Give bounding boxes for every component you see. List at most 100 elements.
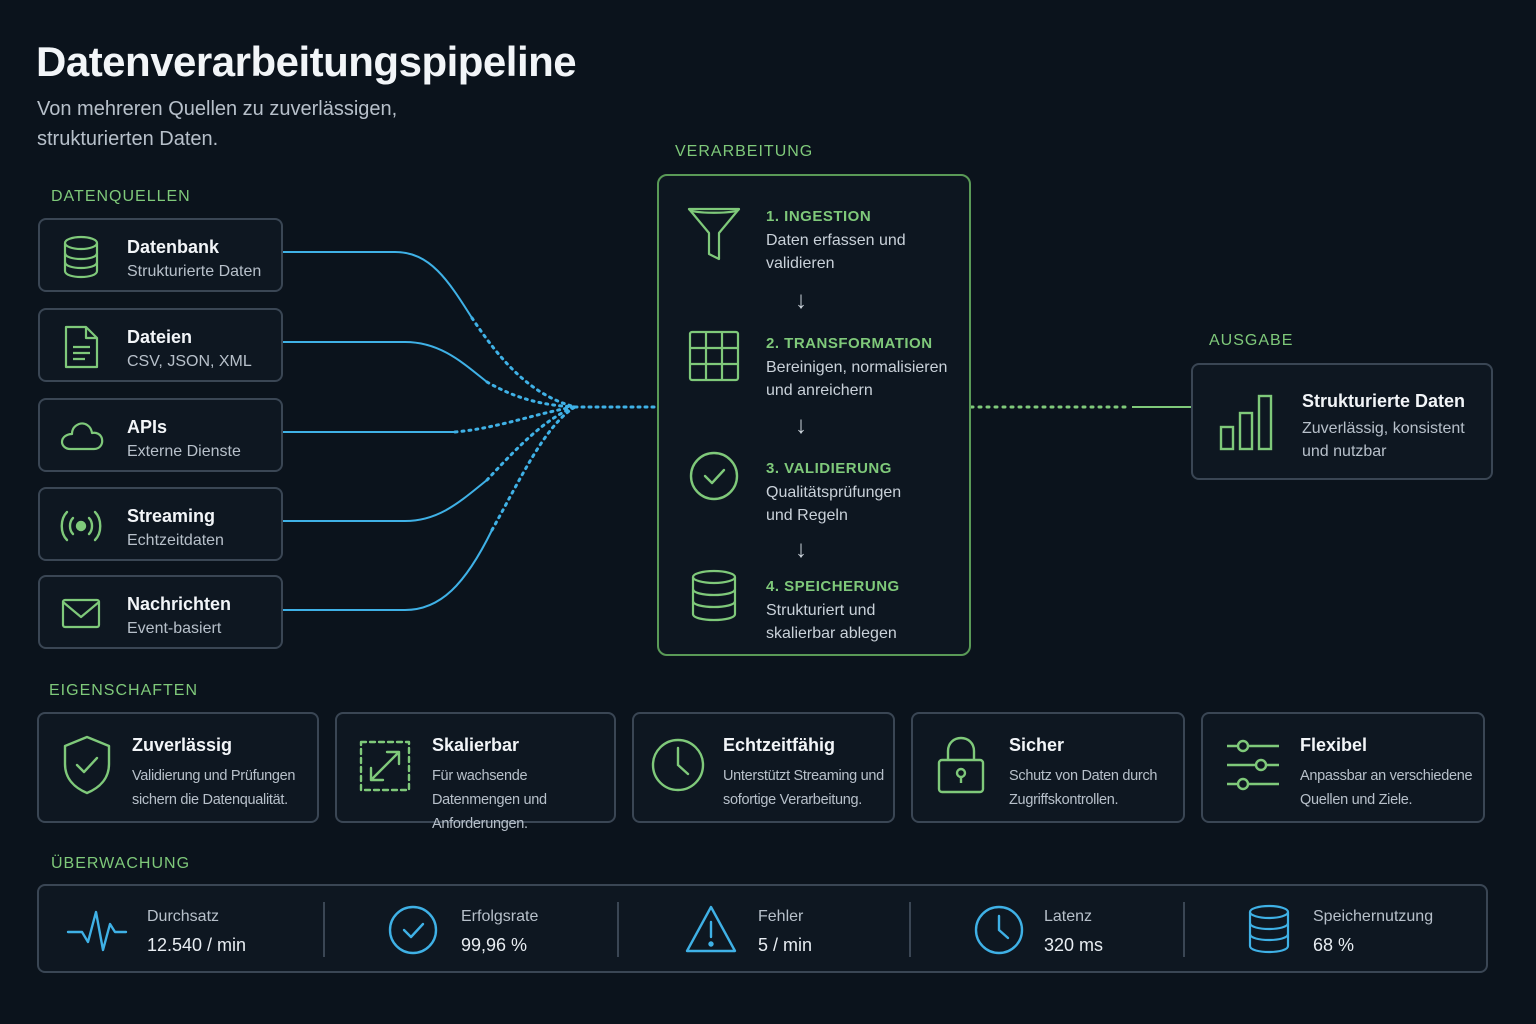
cloud-icon [60,422,104,451]
section-label-processing: VERARBEITUNG [675,143,814,160]
step-description: Daten erfassen und validieren [766,232,906,272]
clock-icon [651,738,705,792]
metric-label: Durchsatz [147,908,220,925]
metric-fehler: Fehler 5 / min [619,886,909,971]
database-icon [1248,904,1290,954]
property-card-flexibel[interactable]: Flexibel Anpassbar an verschiedene Quell… [1201,712,1485,823]
source-title: Nachrichten [127,594,232,614]
metric-label: Speichernutzung [1313,908,1434,925]
metric-divider [909,902,911,957]
property-description: Anpassbar an verschiedene Quellen und Zi… [1300,768,1473,808]
step-arrow: ↓ [795,287,807,314]
database-icon [63,235,99,279]
source-subtitle: Externe Dienste [127,443,241,460]
source-subtitle: CSV, JSON, XML [127,353,252,370]
source-card-apis[interactable]: APIs Externe Dienste [38,398,283,472]
warning-icon [685,905,737,953]
mail-icon [61,598,101,629]
check-circle-icon [388,905,438,955]
connector-dots-nachrichten [490,405,577,532]
shield-check-icon [63,735,111,795]
source-card-datenbank[interactable]: Datenbank Strukturierte Daten [38,218,283,292]
metric-value: 5 / min [758,935,813,955]
broadcast-icon [60,510,102,542]
step-title: 3. VALIDIERUNG [766,460,892,477]
metric-divider [1183,902,1185,957]
connector-solid-datenbank [283,251,473,319]
metric-latenz: Latenz 320 ms [911,886,1183,971]
file-icon [64,325,99,369]
step-arrow: ↓ [795,412,807,439]
step-description: Strukturiert und skalierbar ablegen [766,602,897,642]
storage-icon [691,569,737,622]
pulse-icon [66,910,128,952]
sliders-icon [1227,739,1279,791]
property-title: Zuverlässig [132,735,233,755]
source-card-dateien[interactable]: Dateien CSV, JSON, XML [38,308,283,382]
metric-erfolgsrate: Erfolgsrate 99,96 % [325,886,617,971]
metric-value: 320 ms [1044,935,1104,955]
page-title: Datenverarbeitungspipeline [36,38,577,85]
property-title: Sicher [1009,735,1065,755]
connector-dots-datenbank [470,316,577,409]
section-label-output: AUSGABE [1209,332,1294,349]
source-subtitle: Event-basiert [127,620,222,637]
source-title: APIs [127,417,168,437]
step-arrow: ↓ [795,536,807,563]
processing-box: 1. INGESTION Daten erfassen und validier… [657,174,971,656]
step-description: Qualitätsprüfungen und Regeln [766,484,902,524]
connector-dots-streaming [485,405,577,482]
source-card-nachrichten[interactable]: Nachrichten Event-basiert [38,575,283,649]
step-title: 2. TRANSFORMATION [766,335,933,352]
property-card-skalierbar[interactable]: Skalierbar Für wachsende Datenmengen und… [335,712,616,832]
output-card[interactable]: Strukturierte Daten Zuverlässig, konsist… [1191,363,1493,480]
grid-icon [688,330,740,382]
metric-label: Latenz [1044,908,1093,925]
property-description: Für wachsende Datenmengen und Anforderun… [432,768,547,832]
step-description: Bereinigen, normalisieren und anreichern [766,359,948,399]
source-subtitle: Strukturierte Daten [127,263,262,280]
step-title: 1. INGESTION [766,208,872,225]
property-description: Schutz von Daten durch Zugriffskontrolle… [1009,768,1158,808]
property-title: Flexibel [1300,735,1368,755]
output-description: Zuverlässig, konsistent und nutzbar [1302,420,1465,460]
section-label-monitoring: ÜBERWACHUNG [51,855,191,872]
funnel-icon [687,207,741,261]
monitoring-panel: Durchsatz 12.540 / min Erfolgsrate 99,96… [37,884,1488,973]
step-title: 4. SPEICHERUNG [766,578,900,595]
property-description: Validierung und Prüfungen sichern die Da… [132,768,296,808]
source-card-streaming[interactable]: Streaming Echtzeitdaten [38,487,283,561]
metric-value: 12.540 / min [147,935,247,955]
metric-durchsatz: Durchsatz 12.540 / min [39,886,324,971]
check-circle-icon [689,451,739,501]
connector-solid-dateien [283,341,488,383]
source-title: Streaming [127,506,216,526]
metric-value: 99,96 % [461,935,528,955]
output-title: Strukturierte Daten [1302,391,1466,411]
property-title: Skalierbar [432,735,520,755]
source-title: Dateien [127,327,193,347]
metric-value: 68 % [1313,935,1355,955]
metric-label: Fehler [758,908,804,925]
metric-speichernutzung: Speichernutzung 68 % [1185,886,1485,971]
connector-solid-streaming [283,479,488,522]
source-title: Datenbank [127,237,220,257]
connector-dots-dateien [485,380,577,409]
page-subtitle: Von mehreren Quellen zu zuverlässigen, s… [37,98,398,150]
section-label-properties: EIGENSCHAFTEN [49,682,199,699]
metric-label: Erfolgsrate [461,908,539,925]
property-card-sicher[interactable]: Sicher Schutz von Daten durch Zugriffsko… [911,712,1185,823]
source-subtitle: Echtzeitdaten [127,532,224,549]
property-description: Unterstützt Streaming und sofortige Vera… [723,768,884,808]
lock-icon [937,736,985,794]
connector-solid-nachrichten [283,529,493,611]
clock-icon [974,905,1024,955]
section-label-sources: DATENQUELLEN [51,188,191,205]
property-card-echtzeitfaehig[interactable]: Echtzeitfähig Unterstützt Streaming und … [632,712,895,823]
property-title: Echtzeitfähig [723,735,836,755]
property-card-zuverlaessig[interactable]: Zuverlässig Validierung und Prüfungen si… [37,712,319,823]
metric-divider [617,902,619,957]
bar-chart-icon [1219,394,1273,451]
connector-dots-apis [453,405,577,434]
